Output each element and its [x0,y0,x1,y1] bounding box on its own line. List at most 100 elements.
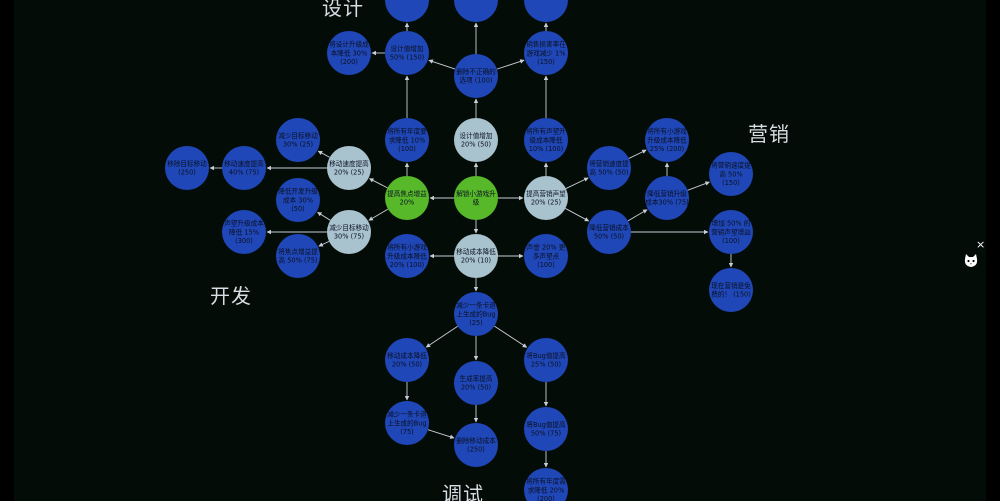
skill-node-label: 减少目标移动 [278,131,318,140]
close-icon[interactable]: × [976,238,986,251]
skill-node-circle [645,118,689,162]
skill-node-circle [524,31,568,75]
skill-node-label: (250) [467,446,485,454]
skill-node-label: 降低 15% [229,227,259,236]
skill-node-label: 将Bug值提高 [526,420,566,429]
skill-node-label: 20% (50) [461,384,491,392]
edge-mk_upg-to-mk_speed2 [687,181,710,191]
category-design-label: 设计 [322,0,364,20]
skill-node-label: 40% (75) [229,169,259,177]
skill-node-label: 20% (10) [461,257,491,265]
skill-node-circle [327,210,371,254]
skill-node-label: 50% (150) [390,54,424,62]
edge-m_less-to-dev_cost [317,211,331,221]
skill-node-label: 设计值增加 [391,44,424,53]
skill-node-label: 减少一条卡道 [387,410,427,419]
skill-node-label: 声誉 20% 更 [527,243,566,252]
edge-d_del-to-d_sale [496,59,525,70]
skill-node-label: 将焦点增益提 [278,247,318,256]
skill-node-label: 营销声望增益 [711,227,751,236]
skill-node-circle [709,210,753,254]
skill-node-circle [165,146,209,190]
skill-node-circle [524,176,568,220]
cat-face-icon[interactable] [962,252,980,270]
skill-node-label: 25% (200) [650,145,684,153]
skill-node-label: 20% [400,199,415,207]
skill-node-m-remove[interactable]: 移除目标移动(250) [165,146,209,190]
skill-node-label: 将所有小游戏 [647,127,687,136]
skill-node-label: (150) [537,58,555,66]
skill-node-label: 求降低 10% [389,135,426,144]
skill-node-label: 设计值增加 [460,131,493,140]
skill-node-bug-remove[interactable]: 删除移动成本(250) [454,423,498,467]
edge-bug_less-to-bug_val [494,325,528,348]
skill-node-label: 增加 50% 的 [712,219,751,228]
skill-node-circle [454,0,498,22]
edge-bug_less-to-bug_cost [425,325,458,348]
skill-node-label: 20% (100) [390,261,424,269]
skill-node-label: 移动成本降低 [456,247,496,256]
skill-node-label: 高 50% (75) [279,256,318,265]
edge-mk_speed-to-mk_small [628,149,647,159]
skill-node-circle [385,176,429,220]
skill-node-label: (75) [400,428,414,436]
skill-node-top3[interactable] [524,0,568,22]
skill-node-label: 上生成的Bug [387,418,426,427]
skill-node-label: 成本30% (75) [645,198,688,207]
skill-node-circle [524,234,568,278]
skill-node-label: 级成本降低 [530,135,563,144]
skill-node-label: 提高焦点增益 [387,189,427,198]
skill-node-label: (200) [537,495,555,501]
skill-node-circle [524,118,568,162]
skill-node-circle [524,468,568,501]
skill-node-label: (300) [235,237,253,245]
skill-node-label: 游戏减少 1% [527,48,566,57]
skill-node-label: (200) [340,58,358,66]
skill-node-top1[interactable] [385,0,429,22]
skill-node-circle [587,210,631,254]
skill-node-circle [709,268,753,312]
skill-node-label: 高 50% [719,169,742,178]
skill-node-label: 20% (25) [531,199,561,207]
skill-node-label: 升级成本降低 [387,251,427,260]
skill-node-top2[interactable] [454,0,498,22]
skill-node-circle [276,234,320,278]
skill-node-label: 将营销速度提 [711,161,751,170]
